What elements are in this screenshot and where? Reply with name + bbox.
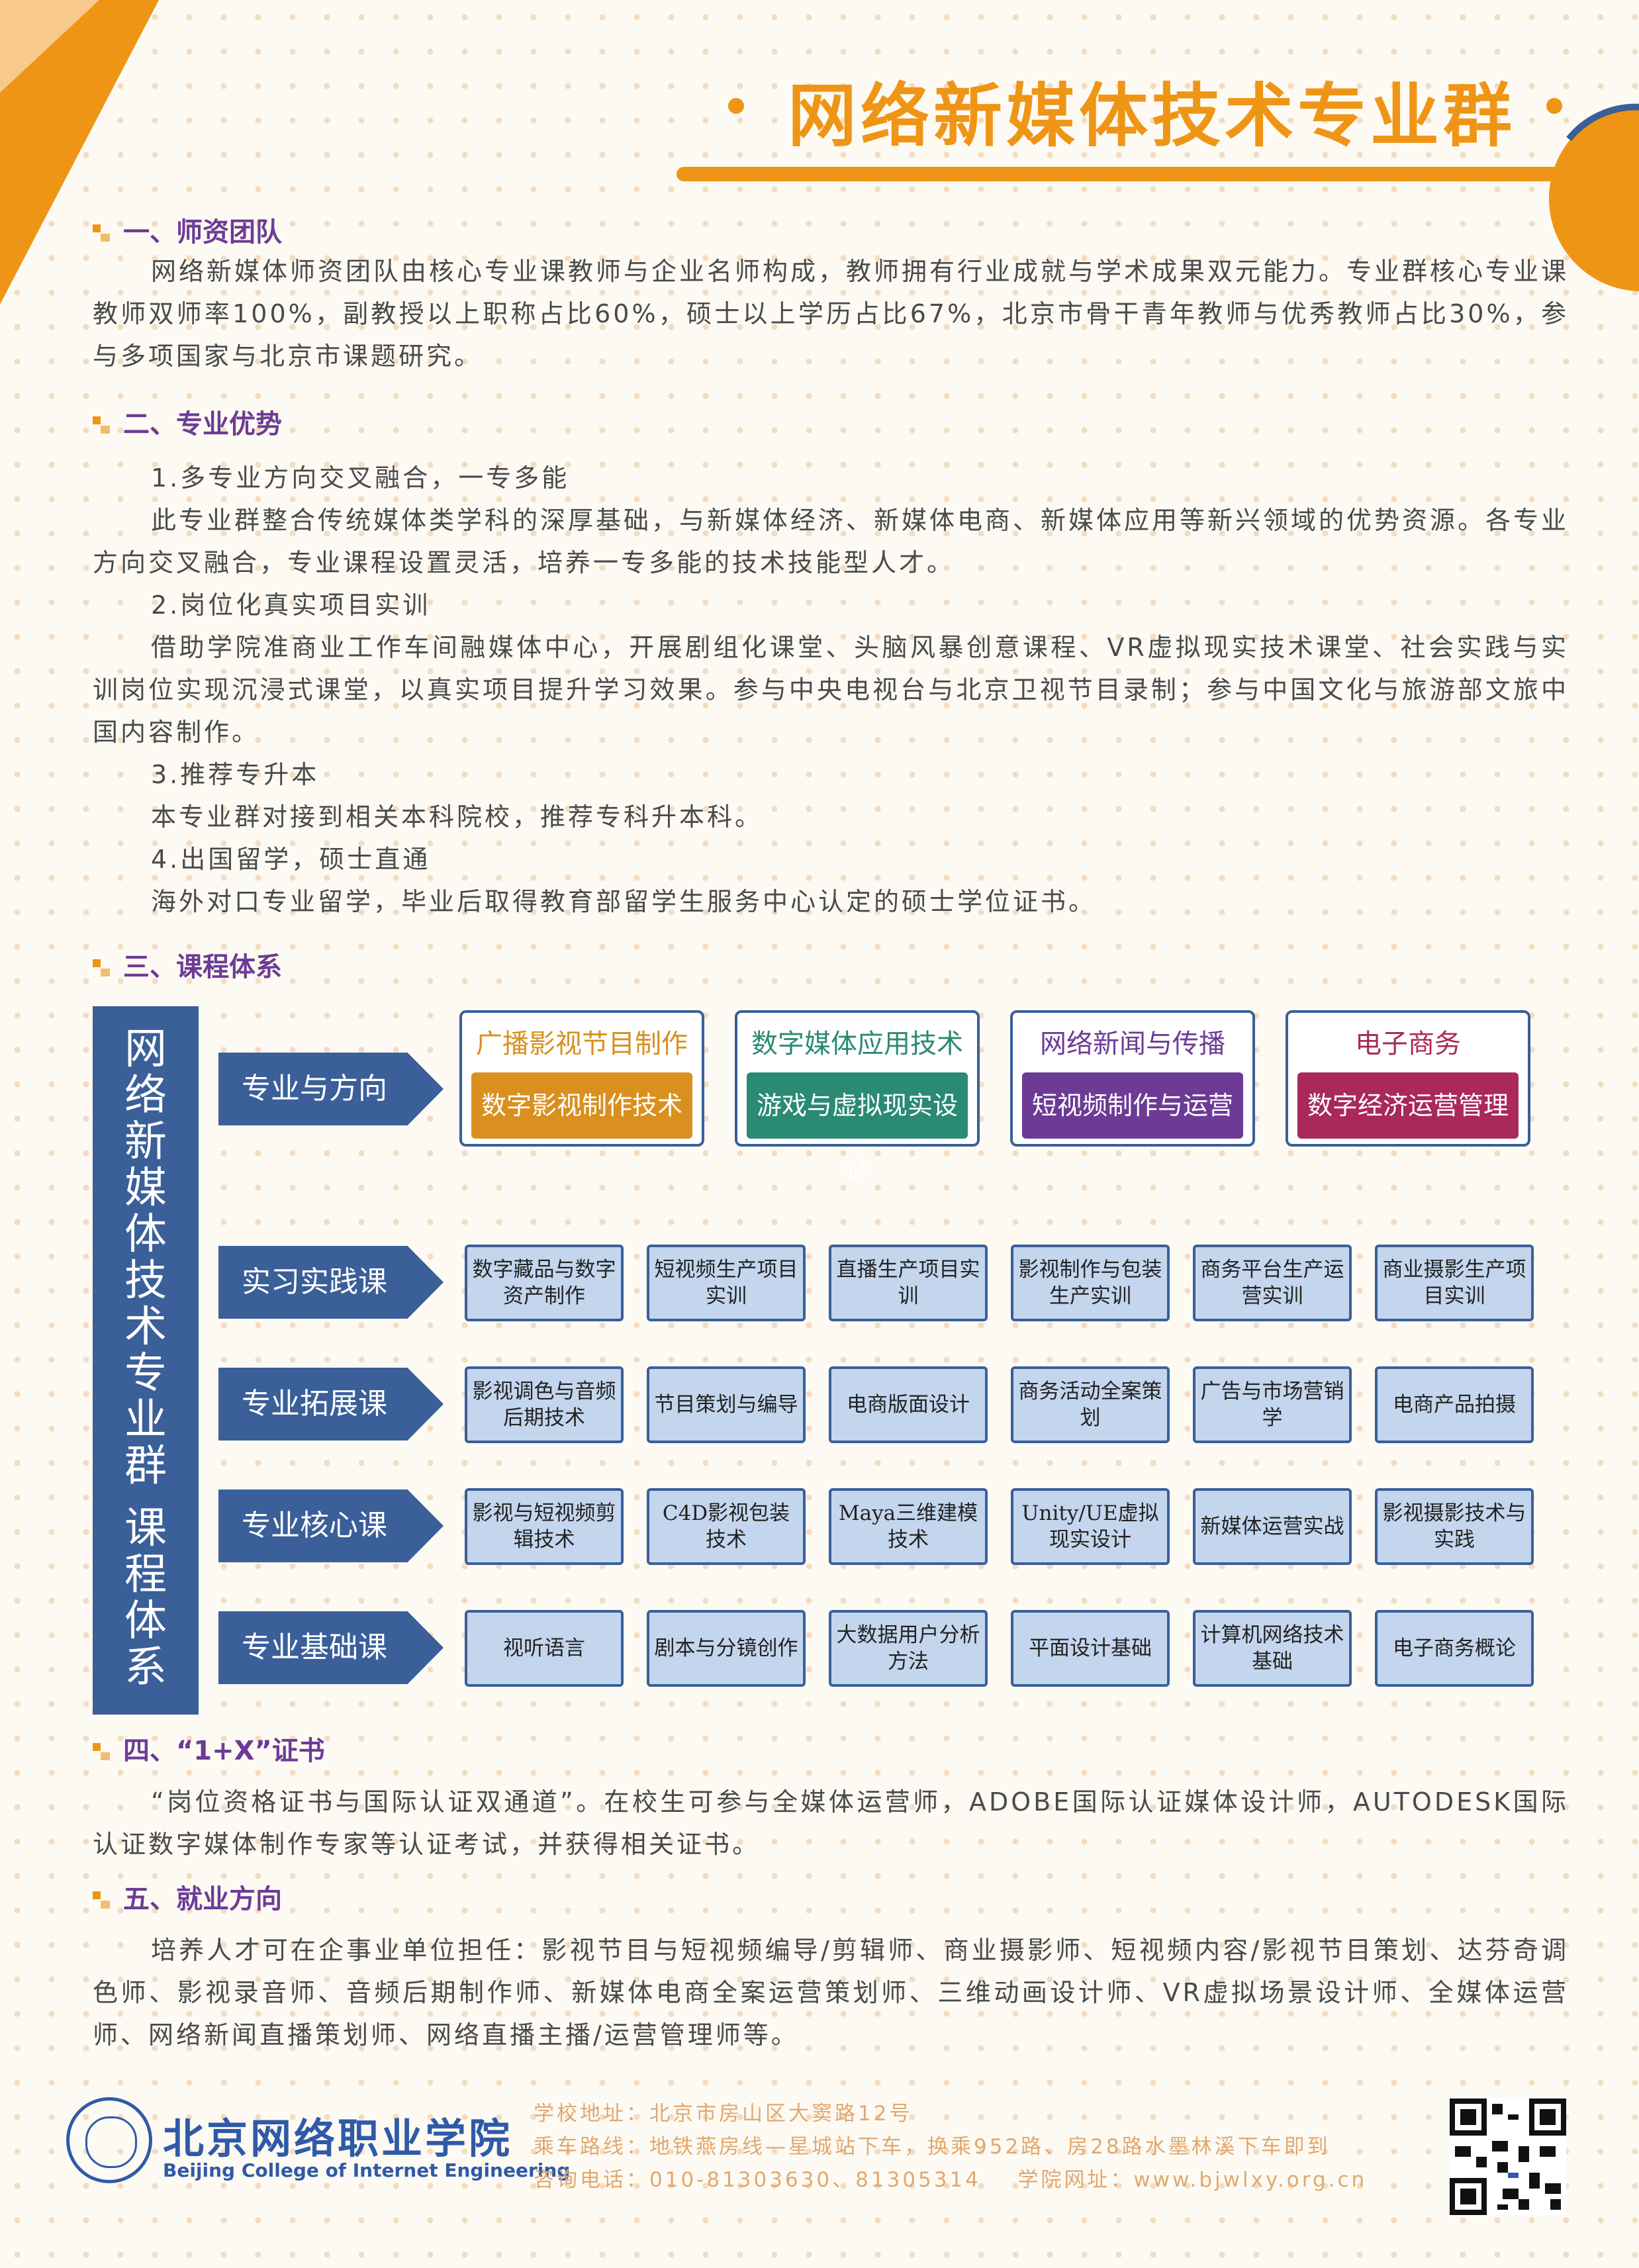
bullet-dot-icon <box>728 98 744 114</box>
advantages-list: 1.多专业方向交叉融合，一专多能 此专业群整合传统媒体类学科的深厚基础，与新媒体… <box>93 457 1569 923</box>
heading-marker-icon <box>93 416 111 435</box>
advantage-title: 2.岗位化真实项目实训 <box>151 591 431 620</box>
curriculum-sidebar-label: 网 络 新 媒 体 技 术 专 业 群 课 程 体 系 <box>124 1025 167 1692</box>
row-label-arrow: 专业基础课 <box>218 1611 444 1684</box>
qr-code-icon <box>1450 2099 1566 2215</box>
footer-contact: 咨询电话：010-81303630、81305314 学院网址：www.bjwl… <box>534 2168 1368 2192</box>
course-box: 影视制作与包装生产实训 <box>1011 1245 1170 1321</box>
footer-info: 学校地址：北京市房山区大窦路12号 乘车路线：地铁燕房线—星城站下车，换乘952… <box>534 2097 1367 2197</box>
school-name-en: Beijing College of Internet Engineering <box>163 2159 571 2181</box>
section-heading-employment: 五、就业方向 <box>93 1877 282 1916</box>
advantage-text: 借助学院准商业工作车间融媒体中心，开展剧组化课堂、头脑风暴创意课程、VR虚拟现实… <box>93 633 1569 747</box>
direction-sub: 数字影视制作技术 <box>471 1072 692 1139</box>
certificate-text: “岗位资格证书与国际认证双通道”。在校生可参与全媒体运营师，ADOBE国际认证媒… <box>93 1787 1569 1859</box>
section-heading-certificate: 四、“1+X”证书 <box>93 1729 325 1768</box>
course-box: 计算机网络技术基础 <box>1193 1610 1352 1687</box>
course-box: 平面设计基础 <box>1011 1610 1170 1687</box>
direction-card: 广播影视节目制作 数字影视制作技术 <box>459 1010 704 1147</box>
heading-marker-icon <box>93 224 111 243</box>
course-box: 商务平台生产运营实训 <box>1193 1245 1352 1321</box>
direction-title: 网络新闻与传播 <box>1040 1029 1225 1059</box>
direction-title: 电子商务 <box>1355 1029 1461 1059</box>
section-heading-faculty: 一、师资团队 <box>93 211 282 249</box>
direction-card: 数字媒体应用技术 游戏与虚拟现实设计 <box>735 1010 980 1186</box>
course-box: Unity/UE虚拟现实设计 <box>1011 1488 1170 1565</box>
advantage-text: 本专业群对接到相关本科院校，推荐专科升本科。 <box>151 802 763 831</box>
faculty-text: 网络新媒体师资团队由核心专业课教师与企业名师构成，教师拥有行业成就与学术成果双元… <box>93 257 1569 371</box>
course-box: 直播生产项目实训 <box>829 1245 988 1321</box>
course-box: 视听语言 <box>465 1610 624 1687</box>
section-heading-curriculum: 三、课程体系 <box>93 945 282 984</box>
course-box: Maya三维建模技术 <box>829 1488 988 1565</box>
corner-decoration <box>0 0 159 305</box>
advantage-title: 3.推荐专升本 <box>151 760 320 789</box>
employment-text: 培养人才可在企事业单位担任：影视节目与短视频编导/剪辑师、商业摄影师、短视频内容… <box>93 1936 1569 2050</box>
course-box: 电商产品拍摄 <box>1375 1366 1534 1443</box>
course-box: C4D影视包装技术 <box>647 1488 806 1565</box>
curriculum-sidebar: 网 络 新 媒 体 技 术 专 业 群 课 程 体 系 <box>93 1006 199 1715</box>
course-box: 大数据用户分析方法 <box>829 1610 988 1687</box>
direction-card: 电子商务 数字经济运营管理 <box>1286 1010 1530 1147</box>
right-circle-decoration <box>1542 99 1639 298</box>
direction-card: 网络新闻与传播 短视频制作与运营 <box>1010 1010 1255 1147</box>
course-box: 节目策划与编导 <box>647 1366 806 1443</box>
course-box: 电商版面设计 <box>829 1366 988 1443</box>
section-heading-advantages: 二、专业优势 <box>93 402 282 441</box>
course-box: 广告与市场营销学 <box>1193 1366 1352 1443</box>
course-box: 短视频生产项目实训 <box>647 1245 806 1321</box>
course-box: 电子商务概论 <box>1375 1610 1534 1687</box>
advantage-title: 1.多专业方向交叉融合，一专多能 <box>151 463 570 493</box>
course-box: 数字藏品与数字资产制作 <box>465 1245 624 1321</box>
school-logo-icon <box>66 2097 152 2183</box>
advantage-text: 海外对口专业留学，毕业后取得教育部留学生服务中心认定的硕士学位证书。 <box>151 887 1097 916</box>
heading-marker-icon <box>93 1891 111 1910</box>
direction-title: 数字媒体应用技术 <box>751 1029 963 1059</box>
orange-triangle-icon <box>0 0 159 305</box>
course-box: 商务活动全案策划 <box>1011 1366 1170 1443</box>
page-header: 网络新媒体技术专业群 <box>662 53 1590 192</box>
course-box: 影视调色与音频后期技术 <box>465 1366 624 1443</box>
advantage-text: 此专业群整合传统媒体类学科的深厚基础，与新媒体经济、新媒体电商、新媒体应用等新兴… <box>93 506 1569 577</box>
footer-address: 学校地址：北京市房山区大窦路12号 <box>534 2102 913 2126</box>
row-label-arrow: 专业与方向 <box>218 1053 444 1125</box>
title-underline <box>677 167 1590 181</box>
footer-route: 乘车路线：地铁燕房线—星城站下车，换乘952路、房28路水墨林溪下车即到 <box>534 2135 1331 2159</box>
course-box: 新媒体运营实战 <box>1193 1488 1352 1565</box>
course-box: 影视与短视频剪辑技术 <box>465 1488 624 1565</box>
course-box: 影视摄影技术与实践 <box>1375 1488 1534 1565</box>
course-box: 剧本与分镜创作 <box>647 1610 806 1687</box>
advantage-title: 4.出国留学，硕士直通 <box>151 845 431 874</box>
school-name-cn: 北京网络职业学院 <box>163 2114 513 2163</box>
row-label-arrow: 专业拓展课 <box>218 1368 444 1441</box>
direction-sub: 游戏与虚拟现实设计 <box>747 1072 968 1186</box>
row-label-arrow: 专业核心课 <box>218 1489 444 1562</box>
heading-marker-icon <box>93 959 111 978</box>
heading-marker-icon <box>93 1743 111 1762</box>
course-box: 商业摄影生产项目实训 <box>1375 1245 1534 1321</box>
direction-title: 广播影视节目制作 <box>476 1029 688 1059</box>
row-label-arrow: 实习实践课 <box>218 1246 444 1319</box>
page-title: 网络新媒体技术专业群 <box>787 75 1516 156</box>
direction-sub: 数字经济运营管理 <box>1297 1072 1519 1139</box>
bullet-dot-icon <box>1546 98 1562 114</box>
direction-sub: 短视频制作与运营 <box>1022 1072 1243 1139</box>
